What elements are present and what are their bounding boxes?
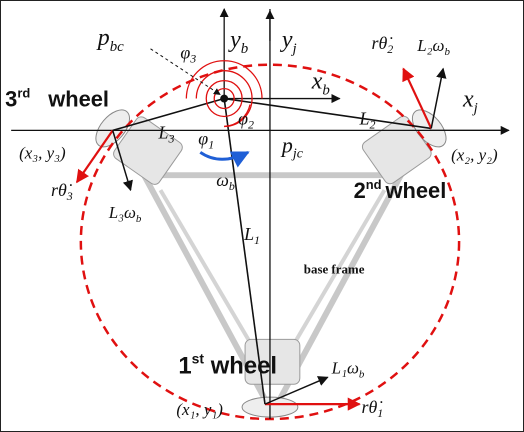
label-xj: xj xyxy=(462,87,478,117)
label-rtheta3: rθ̇3 xyxy=(51,180,73,203)
label-pbc: pbc xyxy=(96,25,124,55)
label-L3wb: L₃ωb xyxy=(108,203,142,225)
angle-arcs xyxy=(185,60,263,128)
label-rtheta2: rθ̇2 xyxy=(371,33,393,56)
label-omega-b: ωb xyxy=(216,170,235,193)
label-yb: yb xyxy=(228,27,249,57)
tangential-arrows xyxy=(111,67,447,405)
center-dot xyxy=(220,94,229,103)
lever-lines xyxy=(112,97,432,405)
label-wheel1: 1st wheel xyxy=(178,350,277,379)
label-phi1: φ1 xyxy=(198,128,214,151)
label-L1wb: L₁ωb xyxy=(331,358,365,380)
label-coord3: (x₃, y₃) xyxy=(19,143,66,162)
label-pjc: pjc xyxy=(280,132,304,161)
label-base-frame: base frame xyxy=(304,262,365,277)
label-L2: L2 xyxy=(359,108,376,131)
label-phi3: φ3 xyxy=(180,43,196,66)
label-phi2: φ2 xyxy=(238,108,254,131)
robot-frame xyxy=(95,109,447,418)
label-L2wb: L₂ωb xyxy=(416,36,450,58)
label-L1: L1 xyxy=(243,224,260,247)
label-rtheta1: rθ̇1 xyxy=(362,397,384,420)
pbc-pointer xyxy=(150,48,221,95)
wheel-velocity-arrows xyxy=(75,67,433,411)
omega-arrow xyxy=(199,150,250,168)
label-xb: xb xyxy=(311,69,331,99)
label-coord1: (x₁, y₁) xyxy=(176,400,223,419)
label-coord2: (x₂, y₂) xyxy=(451,145,498,164)
axes xyxy=(11,8,510,420)
label-yj: yj xyxy=(280,27,297,57)
label-L3: L3 xyxy=(157,122,174,145)
